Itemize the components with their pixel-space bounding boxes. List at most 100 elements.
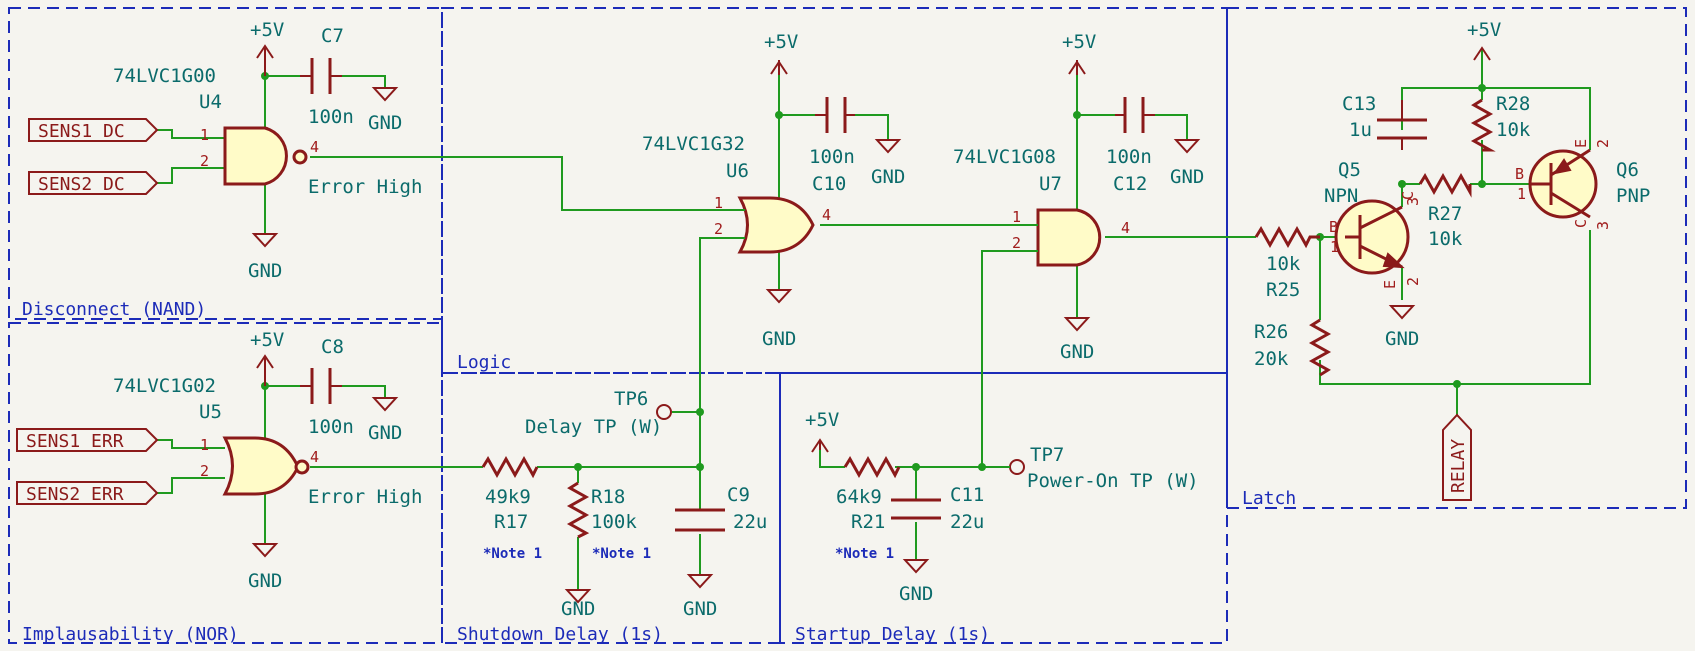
c11-capacitor: C11 22u bbox=[891, 484, 984, 533]
gnd-c8: GND bbox=[368, 397, 402, 444]
c10-capacitor: 100n C10 bbox=[809, 97, 855, 195]
gnd-label-u5: GND bbox=[248, 570, 282, 592]
gnd-u7: GND bbox=[1060, 317, 1094, 363]
r17-note: *Note 1 bbox=[483, 546, 542, 562]
u7-pin1: 1 bbox=[1012, 208, 1021, 226]
u7-pin2: 2 bbox=[1012, 234, 1021, 252]
power-vcc-u7: +5V bbox=[1062, 31, 1096, 75]
r28-resistor: R28 10k bbox=[1470, 93, 1531, 152]
u7-and-gate: 1 2 4 74LVC1G08 U7 bbox=[953, 146, 1130, 267]
c7-value: 100n bbox=[308, 106, 354, 128]
q5-pin2: 2 bbox=[1404, 277, 1422, 286]
shutdown-block-box bbox=[441, 372, 781, 644]
u4-pin1: 1 bbox=[200, 126, 209, 144]
q6-pin1: 1 bbox=[1517, 185, 1526, 203]
gnd-label-u4: GND bbox=[248, 260, 282, 282]
q6-pin-c: C bbox=[1572, 219, 1590, 228]
r27-resistor: R27 10k bbox=[1418, 172, 1472, 250]
r26-value: 20k bbox=[1254, 348, 1289, 370]
gnd-label-c12: GND bbox=[1170, 166, 1204, 188]
u4-pin4: 4 bbox=[310, 138, 319, 156]
c8-value: 100n bbox=[308, 416, 354, 438]
gnd-c9: GND bbox=[683, 574, 717, 620]
q5-ref: Q5 bbox=[1338, 159, 1361, 181]
u6-ref: U6 bbox=[726, 160, 749, 182]
r18-ref: R18 bbox=[591, 486, 625, 508]
r21-value: 64k9 bbox=[836, 486, 882, 508]
c12-ref: C12 bbox=[1113, 173, 1147, 195]
label-relay: RELAY bbox=[1442, 413, 1472, 501]
startup-block-box bbox=[779, 372, 1228, 644]
c8-ref: C8 bbox=[321, 336, 344, 358]
r28-value: 10k bbox=[1496, 119, 1531, 141]
gnd-label-r18: GND bbox=[561, 598, 595, 620]
vcc-label-u7: +5V bbox=[1062, 31, 1096, 53]
u6-pin4: 4 bbox=[822, 206, 831, 224]
disconnect-block-title: Disconnect (NAND) bbox=[22, 299, 206, 320]
u4-ref: U4 bbox=[199, 91, 222, 113]
c13-capacitor: C13 1u bbox=[1342, 93, 1427, 150]
c11-ref: C11 bbox=[950, 484, 984, 506]
gnd-r18: GND bbox=[561, 589, 595, 620]
c8-capacitor: C8 100n bbox=[300, 336, 354, 438]
tp7-ref: TP7 bbox=[1030, 444, 1064, 466]
u7-pin4: 4 bbox=[1121, 219, 1130, 237]
c9-value: 22u bbox=[733, 511, 767, 533]
gnd-c11: GND bbox=[899, 559, 933, 605]
q5-pin1: 1 bbox=[1330, 238, 1339, 256]
r25-value: 10k bbox=[1266, 253, 1301, 275]
r18-value: 100k bbox=[591, 511, 637, 533]
c13-ref: C13 bbox=[1342, 93, 1376, 115]
shutdown-block-title: Shutdown Delay (1s) bbox=[457, 624, 663, 645]
gnd-label-c8: GND bbox=[368, 422, 402, 444]
u5-pin1: 1 bbox=[200, 436, 209, 454]
junction-dots bbox=[261, 72, 1486, 471]
gnd-c10: GND bbox=[871, 139, 905, 188]
label-sens1-dc-text: SENS1_DC bbox=[38, 121, 125, 142]
label-sens2-dc-text: SENS2_DC bbox=[38, 174, 125, 195]
u4-value: 74LVC1G00 bbox=[113, 65, 216, 87]
vcc-label-u4: +5V bbox=[250, 19, 284, 41]
tp7-value: Power-On TP (W) bbox=[1027, 470, 1199, 492]
gnd-u6: GND bbox=[762, 289, 796, 350]
r25-ref: R25 bbox=[1266, 279, 1300, 301]
label-sens2-dc: SENS2_DC bbox=[28, 171, 159, 195]
u7-input-stubs bbox=[1018, 224, 1038, 252]
u4-nand-gate: 1 2 4 74LVC1G00 U4 Error High bbox=[113, 65, 422, 198]
power-vcc-startup: +5V bbox=[805, 409, 839, 453]
gnd-label-c11: GND bbox=[899, 583, 933, 605]
c11-value: 22u bbox=[950, 511, 984, 533]
r25-resistor: 10k R25 bbox=[1254, 225, 1320, 301]
vcc-label-latch: +5V bbox=[1467, 19, 1501, 41]
gnd-u5: GND bbox=[248, 543, 282, 592]
startup-block-title: Startup Delay (1s) bbox=[795, 624, 990, 645]
u5-net-label: Error High bbox=[308, 486, 422, 508]
r17-ref: R17 bbox=[494, 511, 528, 533]
c13-value: 1u bbox=[1349, 119, 1372, 141]
logic-block-title: Logic bbox=[457, 352, 511, 373]
r27-ref: R27 bbox=[1428, 203, 1462, 225]
c10-ref: C10 bbox=[812, 173, 846, 195]
label-sens1-err: SENS1_ERR bbox=[16, 428, 159, 452]
vcc-label-u6: +5V bbox=[764, 31, 798, 53]
power-vcc-u5: +5V bbox=[250, 329, 284, 386]
u6-pin2: 2 bbox=[714, 220, 723, 238]
u7-ref: U7 bbox=[1039, 173, 1062, 195]
u5-pin2: 2 bbox=[200, 462, 209, 480]
gnd-label-u7: GND bbox=[1060, 341, 1094, 363]
u5-nor-gate: 1 2 4 74LVC1G02 U5 Error High bbox=[113, 375, 422, 508]
q6-pin2: 2 bbox=[1594, 139, 1612, 148]
u6-input-stubs bbox=[740, 209, 745, 239]
r17-resistor: 49k9 R17 *Note 1 bbox=[481, 455, 542, 562]
c7-ref: C7 bbox=[321, 25, 344, 47]
gnd-c7: GND bbox=[368, 87, 402, 134]
u6-or-gate: 1 2 4 74LVC1G32 U6 bbox=[642, 133, 831, 254]
q5-value: NPN bbox=[1324, 185, 1358, 207]
implausibility-block-title: Implausability (NOR) bbox=[22, 624, 239, 645]
u5-value: 74LVC1G02 bbox=[113, 375, 216, 397]
c9-ref: C9 bbox=[727, 484, 750, 506]
latch-block-box bbox=[1226, 7, 1687, 509]
r21-resistor: 64k9 R21 *Note 1 bbox=[835, 455, 901, 562]
